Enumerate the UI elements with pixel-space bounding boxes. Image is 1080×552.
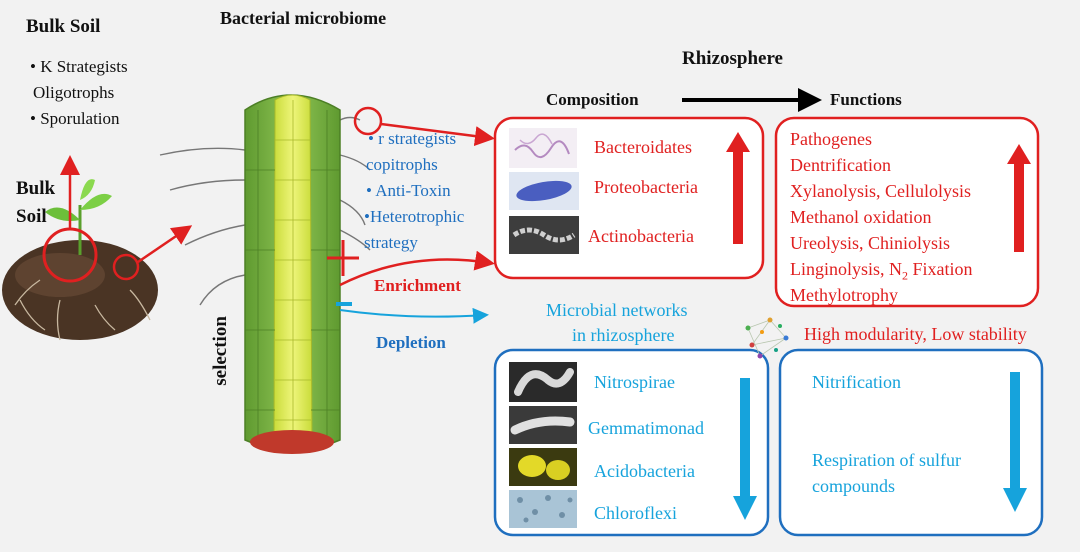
- nitrospirae-image: [509, 362, 577, 402]
- actinobacteria-image: [509, 216, 579, 254]
- depleted-function: Nitrification: [812, 372, 901, 393]
- acidobacteria-image: [509, 448, 577, 486]
- root-trait: • Anti-Toxin: [366, 181, 451, 201]
- depleted-taxon: Nitrospirae: [594, 372, 675, 393]
- root-illustration: [245, 95, 340, 454]
- enriched-taxon: Proteobacteria: [594, 177, 698, 198]
- selection-label: selection: [210, 316, 232, 386]
- enriched-function: Pathogenes: [790, 129, 872, 150]
- enriched-function: Dentrification: [790, 155, 891, 176]
- depletion-label: Depletion: [376, 333, 446, 353]
- bulk-soil-heading: Bulk Soil: [26, 16, 100, 38]
- proteobacteria-image: [509, 172, 579, 210]
- depleted-taxon: Gemmatimonad: [588, 418, 704, 439]
- depleted-function: Respiration of sulfur: [812, 450, 961, 471]
- composition-heading: Composition: [546, 90, 639, 110]
- arrow-depletion: [340, 310, 485, 317]
- enrichment-label: Enrichment: [374, 276, 461, 296]
- enriched-function: Methylotrophy: [790, 285, 898, 306]
- root-trait: copitrophs: [366, 155, 438, 175]
- enriched-function: Linginolysis, N2 Fixation: [790, 259, 973, 283]
- root-trait: • r strategists: [368, 129, 456, 149]
- functions-heading: Functions: [830, 90, 902, 110]
- bulk-soil-trait: • K Strategists: [30, 57, 128, 77]
- gemmatimonad-image: [509, 406, 577, 444]
- bacterial-microbiome-title: Bacterial microbiome: [220, 8, 386, 29]
- bulk-soil-trait: Oligotrophs: [33, 83, 114, 103]
- root-trait: strategy: [364, 233, 418, 253]
- networks-label: Microbial networks: [546, 300, 687, 321]
- enriched-taxon: Actinobacteria: [588, 226, 694, 247]
- enriched-taxon: Bacteroidates: [594, 137, 692, 158]
- depleted-taxon: Acidobacteria: [594, 461, 695, 482]
- enriched-function: Methanol oxidation: [790, 207, 931, 228]
- chloroflexi-image: [509, 490, 577, 528]
- networks-label: in rhizosphere: [572, 325, 674, 346]
- enriched-function: Ureolysis, Chiniolysis: [790, 233, 950, 254]
- enriched-function: Xylanolysis, Cellulolysis: [790, 181, 971, 202]
- bulk-soil-label: Soil: [16, 206, 47, 228]
- bulk-soil-label: Bulk: [16, 178, 55, 200]
- root-trait: •Heterotrophic: [364, 207, 464, 227]
- bulk-soil-trait: • Sporulation: [30, 109, 120, 129]
- arrow-to-root: [138, 228, 188, 262]
- bacteroidates-image: [509, 128, 577, 168]
- network-property: High modularity, Low stability: [804, 324, 1027, 345]
- depleted-function: compounds: [812, 476, 895, 497]
- depleted-taxon: Chloroflexi: [594, 503, 677, 524]
- rhizosphere-title: Rhizosphere: [682, 48, 783, 70]
- soil-plant-illustration: [2, 179, 158, 340]
